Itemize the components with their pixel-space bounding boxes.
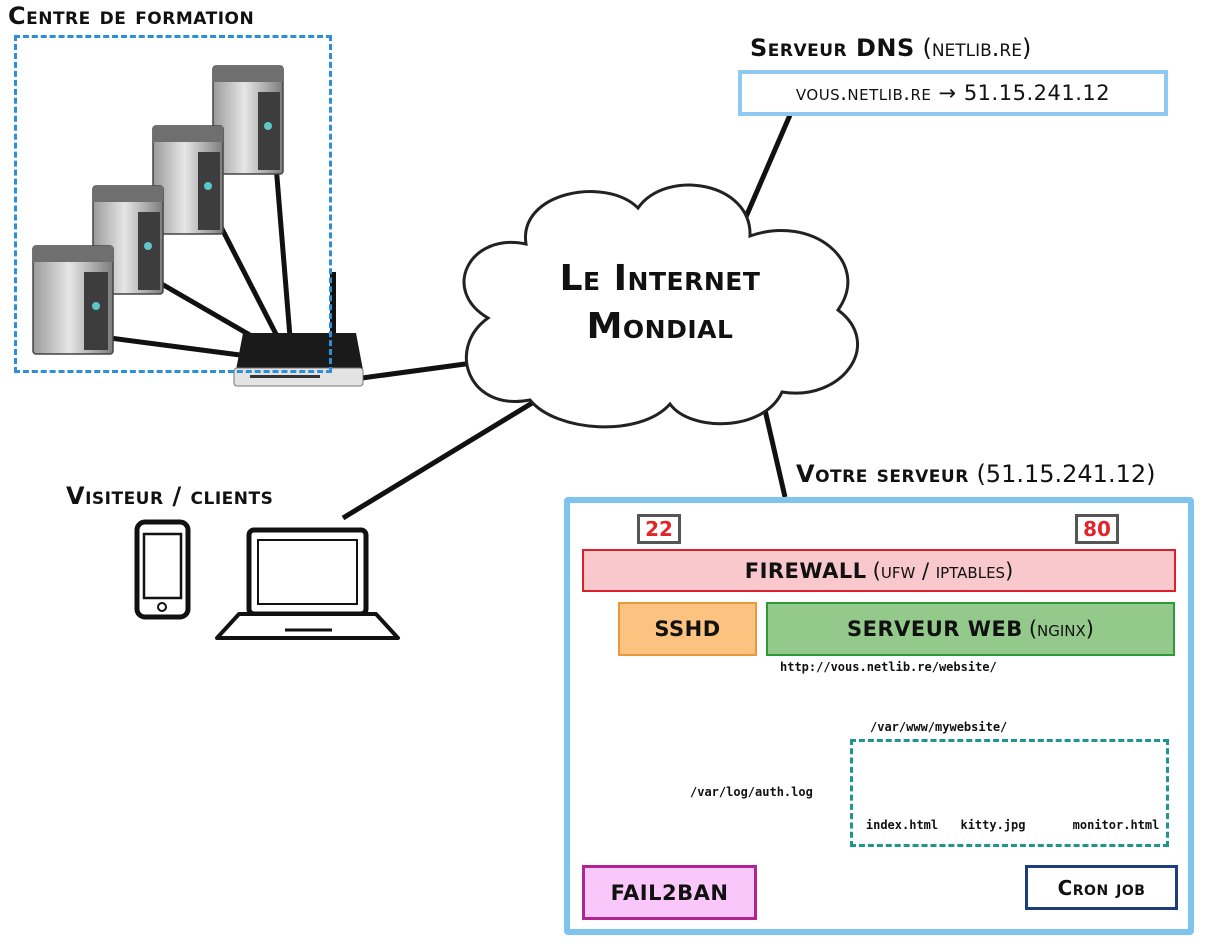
server-ip: (51.15.241.12) [976,460,1156,488]
webroot-frame [850,739,1169,847]
dns-record: vous.netlib.re → 51.15.241.12 [795,81,1111,105]
server-tower-icon [32,245,114,355]
webserver-detail: (nginx) [1028,617,1094,641]
cron-job-box: Cron job [1025,865,1178,910]
file-kitty-label: kitty.jpg [960,818,1026,832]
training-center-title: Centre de formation [8,2,255,30]
training-center-frame [14,35,332,373]
authlog-path: /var/log/auth.log [690,785,813,799]
dns-server-title: Serveur DNS (netlib.re) [750,34,1031,62]
port-80-badge: 80 [1075,514,1119,544]
laptop-icon [215,527,400,640]
cron-job-label: Cron job [1057,875,1146,900]
server-title: Votre serveur (51.15.241.12) [796,460,1155,488]
dns-subtitle: (netlib.re) [922,34,1032,62]
webroot-path: /var/www/mywebsite/ [870,720,1008,734]
port-22-badge: 22 [637,514,681,544]
website-url: http://vous.netlib.re/website/ [780,660,997,674]
internet-label-line1: Le Internet [559,258,761,299]
dns-title: Serveur DNS [750,34,915,62]
file-index-label: index.html [865,818,939,832]
server-tower-icon [212,65,284,175]
sshd-box: SSHD [618,602,757,656]
smartphone-icon [134,519,191,620]
internet-label: Le Internet Mondial [500,255,820,351]
visitors-title: Visiteur / clients [66,482,274,510]
webserver-box: SERVEUR WEB (nginx) [766,602,1175,656]
fail2ban-box: FAIL2BAN [582,865,757,920]
internet-label-line2: Mondial [586,306,734,347]
cloud-icon [462,183,860,429]
firewall-detail: (ufw / iptables) [872,558,1014,583]
dns-record-box: vous.netlib.re → 51.15.241.12 [738,70,1168,116]
firewall-label: FIREWALL [744,558,867,583]
server-tower-icon [152,125,224,235]
fail2ban-label: FAIL2BAN [610,880,729,905]
file-monitor-label: monitor.html [1072,818,1160,832]
sshd-label: SSHD [654,617,721,641]
webserver-label: SERVEUR WEB [847,617,1023,641]
server-title-label: Votre serveur [796,460,969,488]
firewall-bar: FIREWALL (ufw / iptables) [582,549,1176,592]
